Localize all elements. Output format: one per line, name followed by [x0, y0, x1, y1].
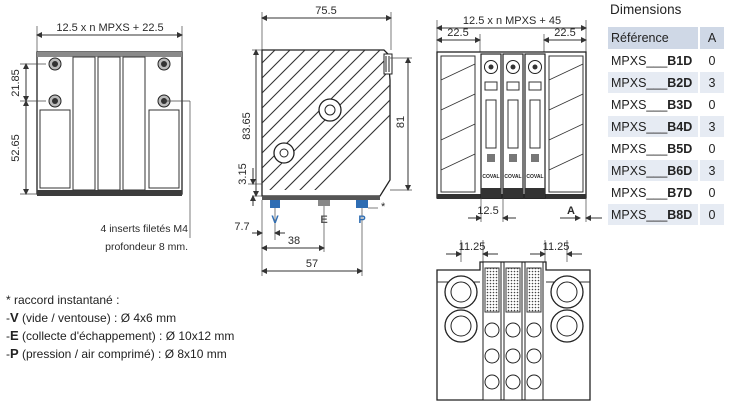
- rear-width-label: 12.5 x n MPXS + 45: [463, 15, 561, 27]
- side-h-small: 3.15: [237, 163, 249, 184]
- a-value: 0: [698, 49, 724, 72]
- table-row: MPXS___B1D 0: [608, 49, 724, 72]
- rear-module: COVAL: [524, 53, 546, 199]
- ref-code: B6D: [667, 163, 693, 178]
- rear-view: 12.5 x n MPXS + 45 22.5 22.5 COVAL: [436, 15, 602, 222]
- footnote-title: * raccord instantané :: [6, 293, 120, 307]
- rear-module: COVAL: [502, 53, 524, 199]
- side-view: 75.5: [234, 5, 412, 276]
- footnote-line-p: -P (pression / air comprimé) : Ø 8x10 mm: [6, 346, 227, 361]
- column-header-a: A: [698, 27, 724, 50]
- symbol-p: P: [10, 346, 19, 361]
- side-h-inner: 83.65: [241, 112, 253, 140]
- ref-prefix: MPXS___: [611, 207, 668, 222]
- ref-code: B5D: [667, 141, 693, 156]
- a-value: 0: [698, 203, 724, 226]
- a-value: 0: [698, 93, 724, 116]
- a-value: 3: [698, 71, 724, 94]
- front-width-label: 12.5 x n MPXS + 22.5: [56, 22, 163, 34]
- ref-code: B7D: [667, 185, 693, 200]
- port-e-label: E: [320, 214, 327, 226]
- ref-code: B2D: [667, 75, 693, 90]
- symbol-e: E: [10, 328, 19, 343]
- ref-code: B4D: [667, 119, 693, 134]
- port-v-label: V: [271, 214, 279, 226]
- insert-icon: [48, 57, 171, 108]
- front-h-bottom: 52.65: [10, 134, 22, 162]
- rear-right-margin: 22.5: [554, 27, 575, 39]
- ref-prefix: MPXS___: [611, 75, 668, 90]
- side-width-label: 75.5: [315, 5, 336, 17]
- ref-code: B3D: [667, 97, 693, 112]
- a-value: 0: [698, 137, 724, 160]
- ref-prefix: MPXS___: [611, 163, 668, 178]
- side-dim-57: 57: [306, 258, 318, 270]
- bottom-left-dim: 11.25: [459, 241, 486, 253]
- bottom-module: [482, 261, 502, 401]
- table-row: MPXS___B4D 3: [608, 115, 724, 138]
- bottom-module: [503, 261, 523, 401]
- ref-prefix: MPXS___: [611, 141, 668, 156]
- a-value: 3: [698, 159, 724, 182]
- footnote-text-p: (pression / air comprimé) : Ø 8x10 mm: [18, 347, 227, 361]
- table-row: MPXS___B8D 0: [608, 203, 724, 226]
- rear-pitch: 12.5: [477, 205, 498, 217]
- dimensions-panel: Dimensions Référence A MPXS___B1D 0 MPXS…: [608, 2, 726, 226]
- a-value: 0: [698, 181, 724, 204]
- front-view: 12.5 x n MPXS + 22.5 21.85 52.65 4 inser…: [10, 22, 191, 253]
- svg-text:COVAL: COVAL: [482, 174, 499, 180]
- rear-module: COVAL: [480, 53, 502, 199]
- footnote-line-e: -E (collecte d'échappement) : Ø 10x12 mm: [6, 328, 235, 343]
- star-mark: *: [381, 201, 386, 213]
- rear-left-margin: 22.5: [447, 27, 468, 39]
- ref-code: B8D: [667, 207, 693, 222]
- ref-prefix: MPXS___: [611, 119, 668, 134]
- table-row: MPXS___B7D 0: [608, 181, 724, 204]
- ref-prefix: MPXS___: [611, 53, 668, 68]
- table-row: MPXS___B6D 3: [608, 159, 724, 182]
- front-h-top: 21.85: [10, 69, 22, 97]
- footnote-text-e: (collecte d'échappement) : Ø 10x12 mm: [18, 329, 235, 343]
- column-header-reference: Référence: [608, 27, 699, 50]
- svg-text:COVAL: COVAL: [526, 174, 543, 180]
- footnote-legend: * raccord instantané : -V (vide / ventou…: [6, 292, 234, 363]
- side-h-outer: 81: [395, 116, 407, 128]
- bottom-module: [524, 261, 544, 401]
- dimensions-title: Dimensions: [610, 2, 682, 17]
- symbol-v: V: [10, 310, 19, 325]
- side-dim-7-7: 7.7: [234, 221, 249, 233]
- dimensions-table: Référence A MPXS___B1D 0 MPXS___B2D 3 MP…: [608, 27, 724, 226]
- bottom-port-icon: [444, 275, 584, 343]
- ref-code: B1D: [667, 53, 693, 68]
- side-dim-38: 38: [288, 235, 300, 247]
- inserts-note-line-2: profondeur 8 mm.: [105, 241, 188, 253]
- bottom-right-dim: 11.25: [543, 241, 570, 253]
- inserts-note-line-1: 4 inserts filetés M4: [100, 223, 188, 235]
- footnote-text-v: (vide / ventouse) : Ø 4x6 mm: [18, 311, 177, 325]
- a-value: 3: [698, 115, 724, 138]
- table-row: MPXS___B5D 0: [608, 137, 724, 160]
- bottom-view: 11.25 11.25: [436, 240, 591, 401]
- footnote-line-v: -V (vide / ventouse) : Ø 4x6 mm: [6, 310, 177, 325]
- ref-prefix: MPXS___: [611, 185, 668, 200]
- svg-text:COVAL: COVAL: [504, 174, 521, 180]
- table-row: MPXS___B2D 3: [608, 71, 724, 94]
- table-row: MPXS___B3D 0: [608, 93, 724, 116]
- rear-a-label: A: [567, 205, 575, 217]
- port-p-label: P: [358, 214, 365, 226]
- ref-prefix: MPXS___: [611, 97, 668, 112]
